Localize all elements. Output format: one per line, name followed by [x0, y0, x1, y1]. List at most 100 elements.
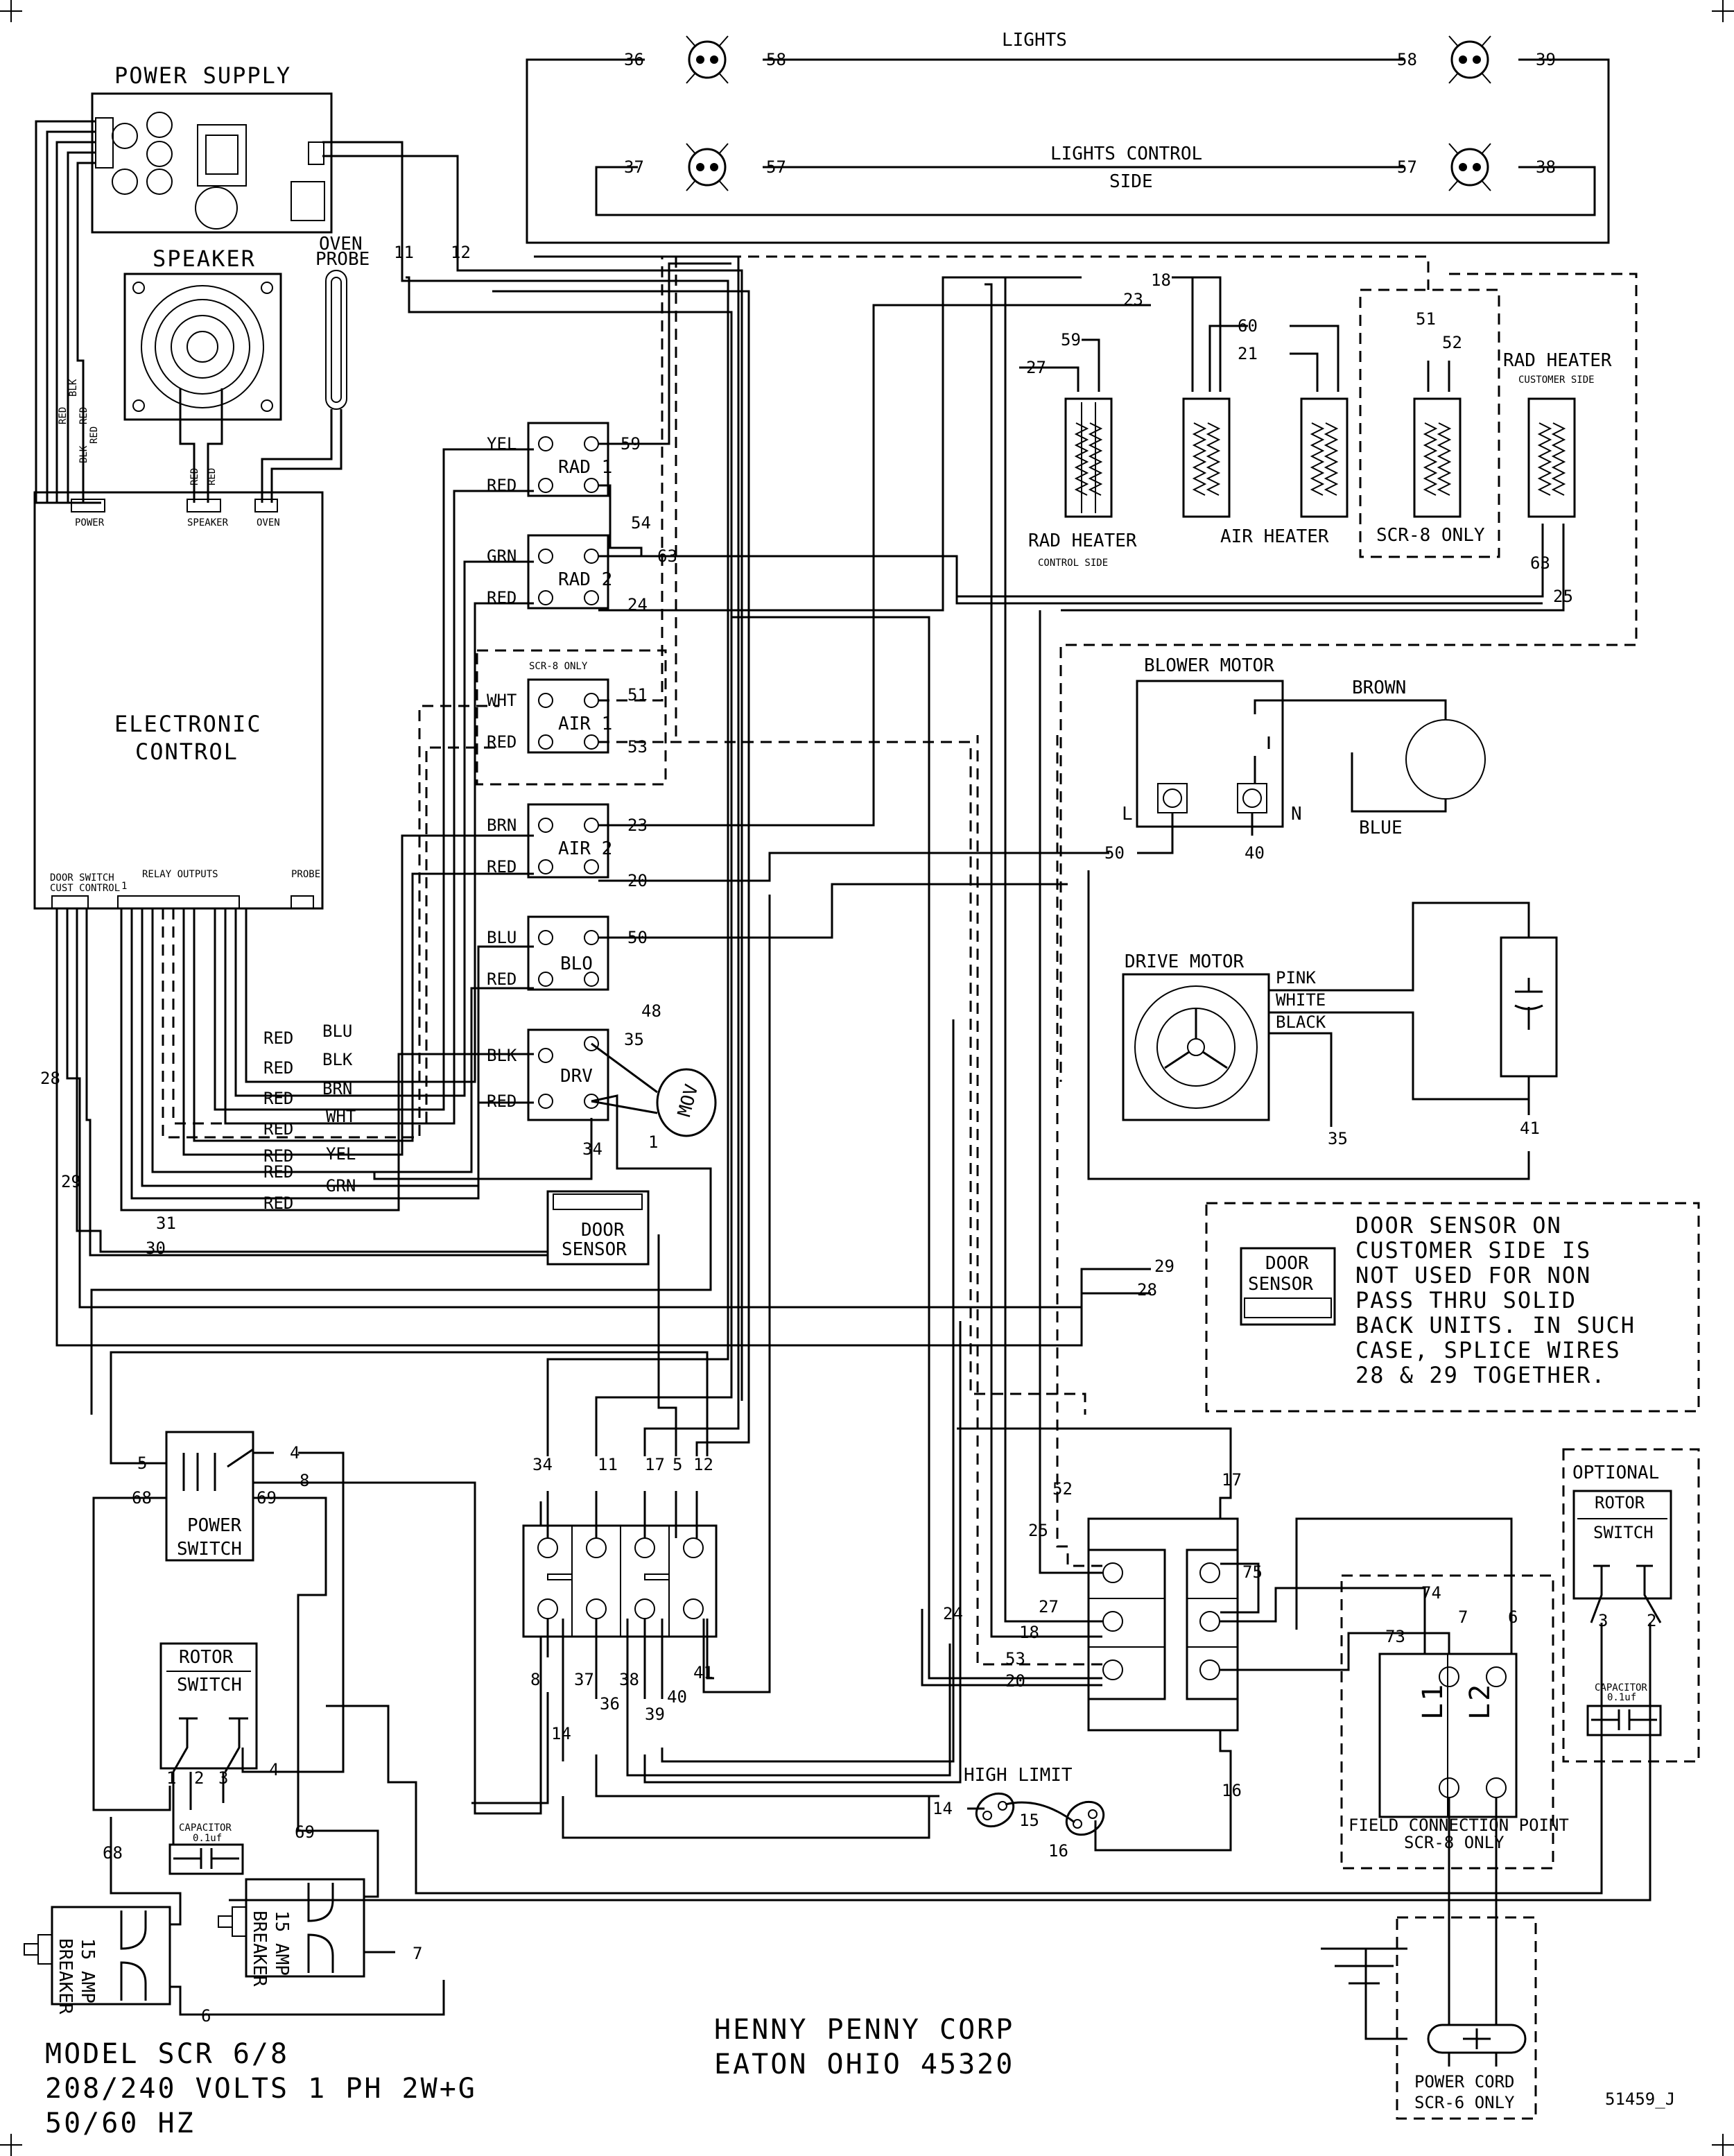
- wire-38: 38: [1536, 157, 1556, 177]
- svg-text:SPEAKER: SPEAKER: [187, 517, 229, 528]
- white-wire-label: WHITE: [1276, 990, 1326, 1010]
- bundle-label: RED: [263, 1119, 293, 1139]
- bundle-label: RED: [263, 1089, 293, 1108]
- bundle-label: BLK: [322, 1050, 353, 1069]
- svg-text:SENSOR: SENSOR: [562, 1239, 627, 1260]
- field-connection-sub: SCR-8 ONLY: [1404, 1833, 1505, 1852]
- svg-text:DRIVE MOTOR: DRIVE MOTOR: [1125, 951, 1245, 972]
- svg-text:0.1uf: 0.1uf: [193, 1833, 222, 1844]
- drive-motor: DRIVE MOTOR PINK WHITE BLACK: [1087, 870, 1558, 1180]
- mov-varistor: MOV: [591, 1042, 717, 1137]
- relay-output-number: 53: [627, 737, 648, 757]
- electronic-control: ELECTRONIC CONTROL POWER SPEAKER OVEN DO…: [33, 491, 324, 910]
- relay-input-color: BRN: [487, 816, 517, 835]
- svg-text:RELAY OUTPUTS: RELAY OUTPUTS: [142, 869, 218, 880]
- high-limit: HIGH LIMIT: [964, 1765, 1232, 1852]
- rad-heater-customer-sub: CUSTOMER SIDE: [1518, 374, 1595, 386]
- wire-57: 57: [766, 157, 786, 177]
- terminal-block-right: [957, 1427, 1513, 1793]
- wire-58: 58: [1397, 50, 1417, 69]
- wire-36: 36: [624, 50, 644, 69]
- svg-text:DOOR: DOOR: [1265, 1253, 1309, 1274]
- bundle-label: RED: [263, 1028, 293, 1048]
- door-sensor-control: DOOR SENSOR: [546, 1190, 650, 1266]
- speaker-probe-wires: [179, 388, 343, 503]
- wire-41: 41: [693, 1663, 713, 1682]
- terminal-wires: [406, 255, 962, 1839]
- bundle-label: RED: [263, 1058, 293, 1078]
- dashed-52: [1056, 735, 1102, 1567]
- bundle-label: RED: [263, 1193, 293, 1213]
- door-note: DOOR SENSOR ON CUSTOMER SIDE IS NOT USED…: [1355, 1212, 1636, 1388]
- ps-wire-color: BLK: [68, 379, 79, 397]
- wire-8: 8: [530, 1670, 540, 1689]
- speaker: SPEAKER: [123, 245, 282, 421]
- maker-line: HENNY PENNY CORP: [714, 2014, 1014, 2046]
- wire-41: 41: [1520, 1119, 1540, 1138]
- pink-wire-label: PINK: [1276, 968, 1316, 988]
- relay-input-color: RED: [487, 476, 517, 495]
- svg-text:PROBE: PROBE: [315, 249, 370, 270]
- bundle-label: BLU: [322, 1021, 352, 1041]
- relay-input-color: BLK: [487, 1046, 517, 1065]
- power-cord-dashed: [1396, 1916, 1537, 2120]
- svg-text:SENSOR: SENSOR: [1248, 1274, 1313, 1295]
- scr8-dashed-box: [1359, 288, 1500, 558]
- relay-blo: BLO: [560, 954, 593, 974]
- relay-input-color: BLU: [487, 928, 517, 947]
- svg-text:SPEAKER: SPEAKER: [153, 245, 256, 272]
- wire-39: 39: [645, 1705, 665, 1724]
- l1-label: L1: [1417, 1682, 1449, 1720]
- wire-27: 27: [1039, 1597, 1059, 1616]
- svg-text:CAPACITOR: CAPACITOR: [1595, 1682, 1647, 1693]
- ps-to-ec-wires: [35, 120, 101, 504]
- wire-23: 23: [1123, 290, 1143, 309]
- lights-lamps: [686, 35, 1491, 191]
- wire-6: 6: [1508, 1607, 1518, 1627]
- scr8-only-label: SCR-8 ONLY: [1376, 525, 1485, 546]
- wire-3: 3: [218, 1768, 228, 1788]
- wire-2: 2: [194, 1768, 204, 1788]
- wire-69: 69: [295, 1822, 315, 1842]
- svg-text:DOOR SWITCH: DOOR SWITCH: [50, 872, 114, 883]
- relay-air1-header: SCR-8 ONLY: [529, 661, 588, 672]
- svg-text:DOOR SENSOR ON: DOOR SENSOR ON: [1355, 1212, 1562, 1239]
- wire-40: 40: [667, 1687, 687, 1707]
- wire-36: 36: [600, 1694, 620, 1714]
- ps-wire-color: RED: [58, 407, 69, 424]
- l2-label: L2: [1464, 1682, 1496, 1720]
- wire-68: 68: [132, 1488, 152, 1508]
- wire-50: 50: [1104, 843, 1125, 863]
- svg-text:BACK UNITS. IN SUCH: BACK UNITS. IN SUCH: [1355, 1312, 1636, 1338]
- ps-output-wires: [322, 141, 743, 1401]
- relay-rad2: RAD 2: [558, 569, 612, 590]
- wire-4: 4: [269, 1760, 279, 1779]
- field-connection-label: FIELD CONNECTION POINT: [1349, 1816, 1569, 1835]
- lights-control-label: LIGHTS CONTROL: [1050, 144, 1202, 164]
- wire-59: 59: [1061, 330, 1081, 350]
- relay-input-color: RED: [487, 1092, 517, 1111]
- wire-37: 37: [624, 157, 644, 177]
- door-switch-wires: [55, 908, 1151, 1347]
- dashed-53: [598, 741, 1086, 1415]
- title-block: MODEL SCR 6/8 208/240 VOLTS 1 PH 2W+G 50…: [45, 2014, 1675, 2139]
- wire-1: 1: [648, 1132, 658, 1152]
- wire-28: 28: [40, 1069, 60, 1088]
- wire-54: 54: [631, 513, 651, 533]
- bundle-label: WHT: [326, 1107, 356, 1126]
- rad-heater-customer-label: RAD HEATER: [1503, 350, 1612, 371]
- svg-text:SWITCH: SWITCH: [177, 1539, 242, 1560]
- wire-20: 20: [1005, 1671, 1025, 1691]
- optional-dashed: [1562, 1448, 1700, 1763]
- svg-text:ELECTRONIC: ELECTRONIC: [114, 711, 262, 737]
- bundle-label: RED: [263, 1162, 293, 1182]
- bundle-label: BRN: [322, 1079, 352, 1098]
- wire-40: 40: [1245, 843, 1265, 863]
- model-line: MODEL SCR 6/8: [45, 2038, 289, 2070]
- oven-probe: OVEN PROBE: [315, 234, 370, 410]
- relay-drv: DRV: [560, 1066, 593, 1087]
- svg-text:OVEN: OVEN: [257, 517, 280, 528]
- lights-wires: [526, 58, 1610, 244]
- wire-63: 63: [1530, 553, 1550, 573]
- power-supply: POWER SUPPLY: [91, 62, 333, 234]
